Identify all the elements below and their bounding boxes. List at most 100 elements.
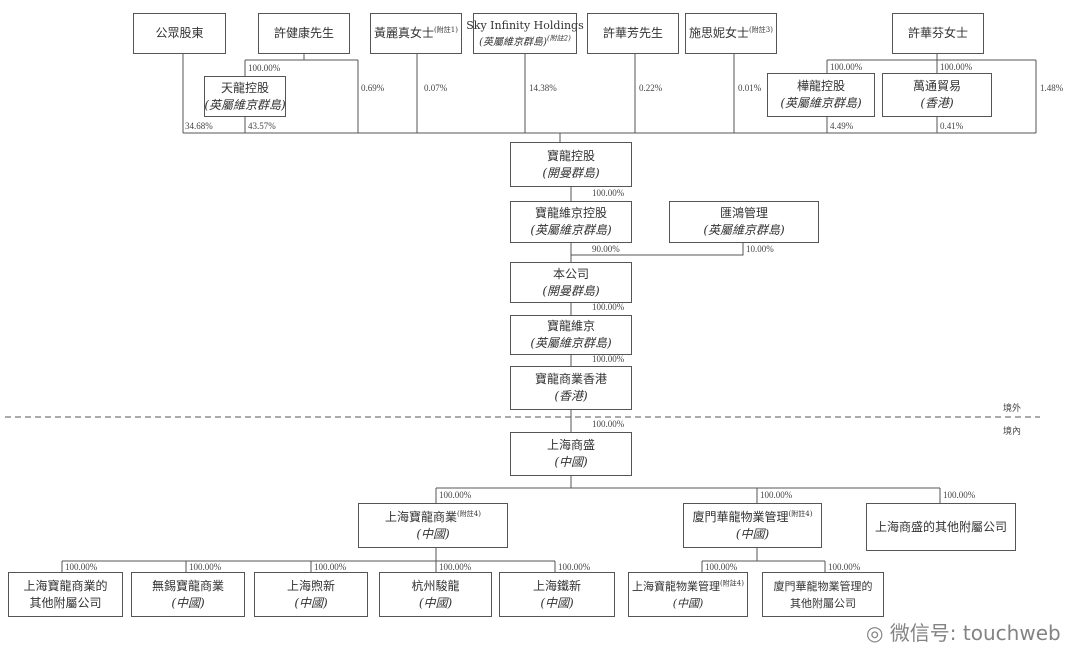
pct-label: 100.00% [439, 562, 472, 572]
wechat-icon: ◎ [866, 621, 890, 645]
pct-label: 4.49% [830, 121, 854, 131]
shareholder-public: 公眾股東 [133, 13, 226, 54]
box-label: 上海鐵新 [532, 578, 581, 593]
box-label: 上海商盛 [546, 438, 595, 452]
box-place: (開曼群島) [542, 165, 600, 180]
box-label: 匯鴻管理 [719, 206, 768, 220]
entity-shanghai-xuxin: 上海煦新 (中國) [254, 572, 368, 617]
pct-label: 100.00% [558, 562, 591, 572]
entity-powerlong-bvi: 寶龍維京 (英屬維京群島) [510, 315, 632, 355]
box-place: (中國) [294, 595, 328, 610]
pct-label: 100.00% [592, 354, 625, 364]
entity-shanghai-tiexin: 上海鐵新 (中國) [499, 572, 615, 617]
box-label: 上海寶龍物業管理(附註4) [632, 578, 744, 593]
entity-shanghai-powerlong-property: 上海寶龍物業管理(附註4) (中國) [628, 572, 748, 617]
box-label: 無錫寶龍商業 [151, 578, 224, 593]
pct-label: 0.69% [361, 83, 385, 93]
pct-label: 100.00% [314, 562, 347, 572]
pct-label: 100.00% [439, 490, 472, 500]
box-label: 萬通貿易 [912, 79, 961, 93]
pct-label: 100.00% [592, 188, 625, 198]
shareholder-sky-infinity: Sky Infinity Holdings(英屬維京群島)(附註2) [466, 13, 584, 54]
pct-label: 100.00% [940, 62, 973, 72]
entity-powerlong-holdings: 寶龍控股 (開曼群島) [510, 142, 632, 187]
pct-label: 100.00% [592, 419, 625, 429]
box-place: (香港) [920, 96, 954, 110]
box-label-line2: 其他附屬公司 [29, 595, 102, 610]
pct-label: 100.00% [705, 562, 738, 572]
box-place: (英屬維京群島) [530, 336, 612, 350]
pct-label: 10.00% [746, 244, 774, 254]
box-place: (中國) [540, 595, 574, 610]
box-label-line2: 其他附屬公司 [790, 596, 856, 610]
entity-hangzhou-junlong: 杭州駿龍 (中國) [379, 572, 492, 617]
pct-label: 100.00% [760, 490, 793, 500]
pct-label: 100.00% [943, 490, 976, 500]
entity-xiamen-other-subsidiaries: 廈門華龍物業管理的其他附屬公司 [762, 572, 884, 617]
box-label: 公眾股東 [155, 26, 204, 40]
watermark: ◎ 微信号: touchweb [866, 621, 1061, 645]
entity-xiamen-hualong-property: 廈門華龍物業管理(附註4)(中國) [683, 503, 822, 548]
box-place: (香港) [554, 389, 588, 403]
entity-powerlong-bvi-holdings: 寶龍維京控股 (英屬維京群島) [510, 201, 632, 243]
box-place: (英屬維京群島) [204, 97, 286, 112]
note-ref: (附註1) [434, 26, 458, 34]
box-place: (英屬維京群島) [703, 223, 785, 237]
box-place: (中國) [416, 526, 450, 541]
box-place: (中國) [418, 595, 453, 610]
entity-shanghai-shangsheng: 上海商盛 (中國) [510, 432, 632, 476]
zone-label-onshore: 境內 [1003, 427, 1022, 437]
entity-wuxi-powerlong: 無錫寶龍商業 (中國) [131, 572, 245, 617]
entity-wantong: 萬通貿易 (香港) [882, 73, 992, 117]
box-label: 廈門華龍物業管理的 [773, 579, 873, 593]
box-place: (英屬維京群島) [530, 223, 612, 237]
box-label: 許健康先生 [273, 26, 334, 40]
entity-huihong: 匯鴻管理 (英屬維京群島) [669, 201, 819, 243]
box-place: (中國) [171, 595, 205, 610]
entity-company: 本公司 (開曼群島) [510, 262, 632, 303]
box-label: 上海商盛的其他附屬公司 [874, 519, 1007, 534]
box-label: 樺龍控股 [796, 79, 845, 93]
pct-label: 100.00% [248, 63, 281, 73]
entity-powerlong-hk: 寶龍商業香港 (香港) [510, 366, 632, 410]
box-label: 杭州駿龍 [411, 578, 460, 593]
shareholder-hsu-hua-fang: 許華芳先生 [587, 13, 679, 54]
box-place: (中國) [554, 455, 588, 469]
box-place: (英屬維京群島)(附註2) [479, 34, 571, 48]
box-label: 寶龍維京控股 [534, 206, 607, 220]
box-label: 本公司 [552, 266, 589, 281]
box-label: 上海煦新 [286, 578, 335, 593]
pct-label: 0.07% [424, 83, 448, 93]
pct-label: 0.01% [738, 83, 762, 93]
box-place: (中國) [735, 526, 770, 541]
box-place: (中國) [672, 596, 704, 610]
box-label: 寶龍控股 [546, 148, 595, 163]
shareholder-huang: 黃麗真女士(附註1) [370, 13, 462, 54]
pct-label: 90.00% [592, 244, 620, 254]
box-label: 寶龍商業香港 [534, 372, 607, 386]
box-place: (英屬維京群島) [780, 96, 862, 110]
shareholder-hsu-hua-fen: 許華芬女士 [892, 13, 984, 54]
pct-label: 100.00% [65, 562, 98, 572]
entity-spc-other-subsidiaries: 上海寶龍商業的其他附屬公司 [8, 572, 123, 617]
shareholder-shi: 施思妮女士(附註3) [685, 13, 777, 54]
pct-label: 100.00% [189, 562, 222, 572]
entity-hualong: 樺龍控股 (英屬維京群島) [767, 73, 875, 117]
entity-tianlong: 天龍控股(英屬維京群島) [204, 76, 286, 117]
zone-label-offshore: 境外 [1003, 404, 1022, 414]
pct-label: 0.41% [940, 121, 964, 131]
pct-label: 100.00% [828, 562, 861, 572]
pct-label: 100.00% [592, 302, 625, 312]
pct-label: 14.38% [529, 83, 557, 93]
pct-label: 0.22% [639, 83, 663, 93]
pct-label: 100.00% [830, 62, 863, 72]
box-label: 黃麗真女士(附註1) [374, 26, 458, 40]
box-label: 寶龍維京 [546, 319, 595, 333]
box-label: 上海寶龍商業(附註4) [385, 509, 481, 524]
box-label: 上海寶龍商業的 [23, 578, 108, 593]
box-label: 許華芬女士 [907, 26, 968, 40]
shareholder-hsu-kin-hong: 許健康先生 [258, 13, 350, 54]
box-place: (開曼群島) [542, 283, 600, 298]
